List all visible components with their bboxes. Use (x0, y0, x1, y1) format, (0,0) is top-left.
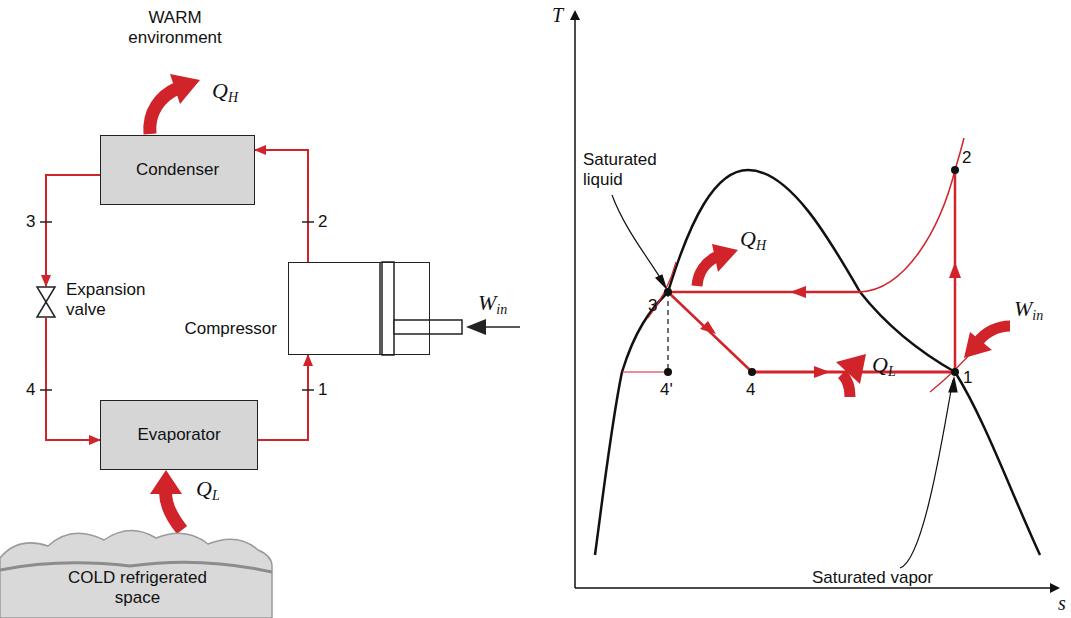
work-symbol: Win (1014, 296, 1043, 324)
state-number: 4 (746, 380, 755, 400)
heat-symbol: QH (212, 78, 238, 106)
refrigerant-line (46, 175, 100, 286)
state-number: 4 (24, 380, 37, 400)
expansion-valve: Expansion valve (36, 286, 56, 318)
heat-symbol: QL (872, 352, 896, 380)
state-number: 2 (962, 148, 971, 168)
saturation-dome (595, 170, 1040, 555)
work-symbol: Win (478, 290, 507, 318)
node-label: Evaporator (137, 425, 220, 445)
leader-label: Saturated liquid (583, 150, 663, 189)
heat-symbol: QL (196, 476, 220, 504)
heat-arrow (150, 74, 200, 134)
valve-symbol (36, 286, 56, 318)
cycle-arrowheads (700, 262, 961, 378)
node-label: Condenser (136, 160, 219, 180)
leader-label: Saturated vapor (812, 568, 933, 588)
node-label: Expansion valve (66, 280, 161, 319)
axis-label: s (1058, 592, 1066, 615)
heat-arrow (150, 470, 182, 530)
heat-arrow (697, 244, 1010, 397)
state-number: 3 (648, 296, 657, 316)
evaporator-box: Evaporator (100, 400, 258, 470)
node-label: COLD refrigerated space (50, 568, 225, 607)
heat-symbol: QH (740, 226, 766, 254)
leader-line (612, 195, 957, 568)
state-tick (302, 389, 314, 391)
refrigerant-line (46, 318, 100, 440)
refrigerant-line (258, 355, 308, 440)
cycle-path (622, 138, 978, 392)
environment-label: WARM environment (120, 8, 230, 47)
state-tick (302, 221, 314, 223)
state-number: 2 (316, 212, 329, 232)
work-arrow (466, 319, 520, 335)
refrigerant-line (255, 150, 308, 262)
axis-label: T (552, 4, 563, 27)
condenser-box: Condenser (100, 135, 255, 205)
state-tick (40, 389, 52, 391)
cold-space: COLD refrigerated space (0, 522, 272, 618)
point-dots (664, 166, 959, 376)
state-number: 1 (316, 380, 329, 400)
piston (380, 262, 462, 355)
state-number: 3 (24, 212, 37, 232)
node-label: Compressor (184, 319, 277, 339)
state-number: 4' (660, 380, 673, 400)
compressor-cylinder: Compressor (288, 262, 430, 355)
state-tick (40, 221, 52, 223)
state-number: 1 (963, 368, 972, 388)
axes (575, 12, 1058, 588)
